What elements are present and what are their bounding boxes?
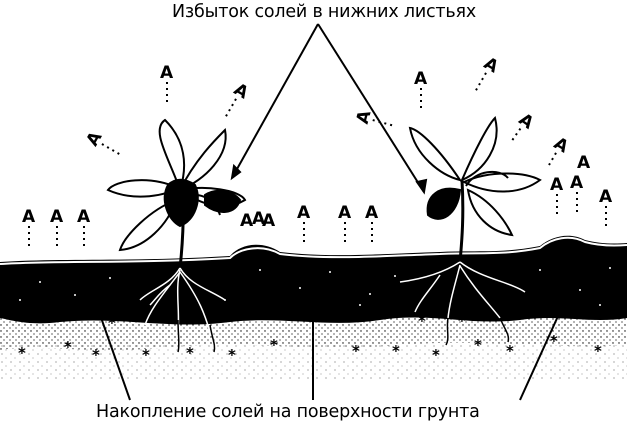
salt-crystal-icon: *	[432, 346, 440, 364]
caption-pointers	[90, 23, 580, 401]
evaporation-arrow-icon: A	[160, 63, 174, 104]
evaporation-arrow-icon: A	[22, 207, 36, 248]
evaporation-arrow-icon: A	[599, 187, 613, 226]
root-right-icon	[399, 261, 526, 319]
svg-text:A: A	[577, 153, 591, 173]
evaporation-arrow-icon: A	[550, 175, 564, 214]
evaporation-arrow-icon: A	[225, 79, 252, 117]
top-caption: Избыток солей в нижних листьях	[172, 2, 477, 22]
evaporation-arrows: A A A A A A AAA A A A A A A A A A A A A	[22, 53, 613, 248]
plant-right-icon	[408, 116, 542, 263]
evaporation-arrow-icon: A	[297, 203, 311, 244]
salt-crystal-icon: *	[506, 342, 514, 360]
svg-text:A: A	[414, 69, 428, 89]
salt-crystal-icon: *	[92, 346, 100, 364]
svg-text:A: A	[252, 209, 266, 229]
evaporation-arrow-icon: A	[474, 53, 502, 93]
evaporation-arrow-icon: A	[50, 207, 64, 248]
svg-text:A: A	[77, 207, 91, 227]
svg-text:A: A	[82, 128, 106, 150]
svg-text:A: A	[550, 175, 564, 195]
svg-text:A: A	[338, 203, 352, 223]
svg-text:A: A	[353, 107, 376, 126]
evaporation-arrow-icon: A	[353, 107, 393, 127]
svg-text:A: A	[230, 79, 252, 103]
svg-text:A: A	[297, 203, 311, 223]
salt-crystal-icon: *	[270, 336, 278, 354]
salt-crystal-icon: *	[352, 342, 360, 360]
salt-crystal-icon: *	[108, 314, 116, 332]
svg-text:A: A	[550, 133, 572, 157]
plant-left-icon	[106, 118, 247, 269]
salt-crystal-icon: *	[186, 344, 194, 362]
evaporation-arrow-icon: A	[77, 207, 91, 248]
evaporation-arrow-icon: A	[338, 203, 352, 244]
svg-text:A: A	[262, 211, 276, 231]
salt-crystals: * * * * * * * * * * * * * * * * *	[18, 312, 602, 364]
salt-crystal-icon: *	[228, 346, 236, 364]
root-right-lower-icon	[445, 317, 510, 346]
svg-text:A: A	[515, 110, 538, 134]
evaporation-arrow-icon: A	[570, 173, 584, 212]
svg-text:A: A	[22, 207, 36, 227]
bottom-caption: Накопление солей на поверхности грунта	[96, 402, 480, 422]
svg-text:A: A	[480, 53, 502, 77]
svg-text:A: A	[50, 207, 64, 227]
salt-crystal-icon: *	[18, 344, 26, 362]
evaporation-arrow-icon: A	[509, 110, 538, 144]
svg-text:A: A	[240, 211, 254, 231]
salt-crystal-icon: *	[392, 342, 400, 360]
svg-text:A: A	[160, 63, 174, 83]
salt-crystal-icon: *	[550, 332, 558, 350]
salt-crystal-icon: *	[594, 342, 602, 360]
salt-crystal-icon: *	[64, 338, 72, 356]
salt-crystal-icon: *	[474, 336, 482, 354]
svg-text:A: A	[570, 173, 584, 193]
salt-crystal-icon: *	[458, 312, 466, 330]
evaporation-arrow-icon: A	[82, 128, 120, 155]
evaporation-arrow-icon: A	[414, 69, 428, 110]
evaporation-arrow-icon: A	[546, 133, 572, 170]
salt-crystal-icon: *	[418, 312, 426, 330]
evaporation-arrow-icon: A	[577, 153, 591, 173]
salt-crystal-icon: *	[142, 346, 150, 364]
evaporation-arrow-icon: A	[365, 203, 379, 244]
root-left-lower-icon	[177, 319, 216, 353]
svg-text:A: A	[365, 203, 379, 223]
evaporation-arrow-icon: AAA	[240, 209, 276, 231]
svg-text:A: A	[599, 187, 613, 207]
root-left-icon	[139, 267, 226, 333]
